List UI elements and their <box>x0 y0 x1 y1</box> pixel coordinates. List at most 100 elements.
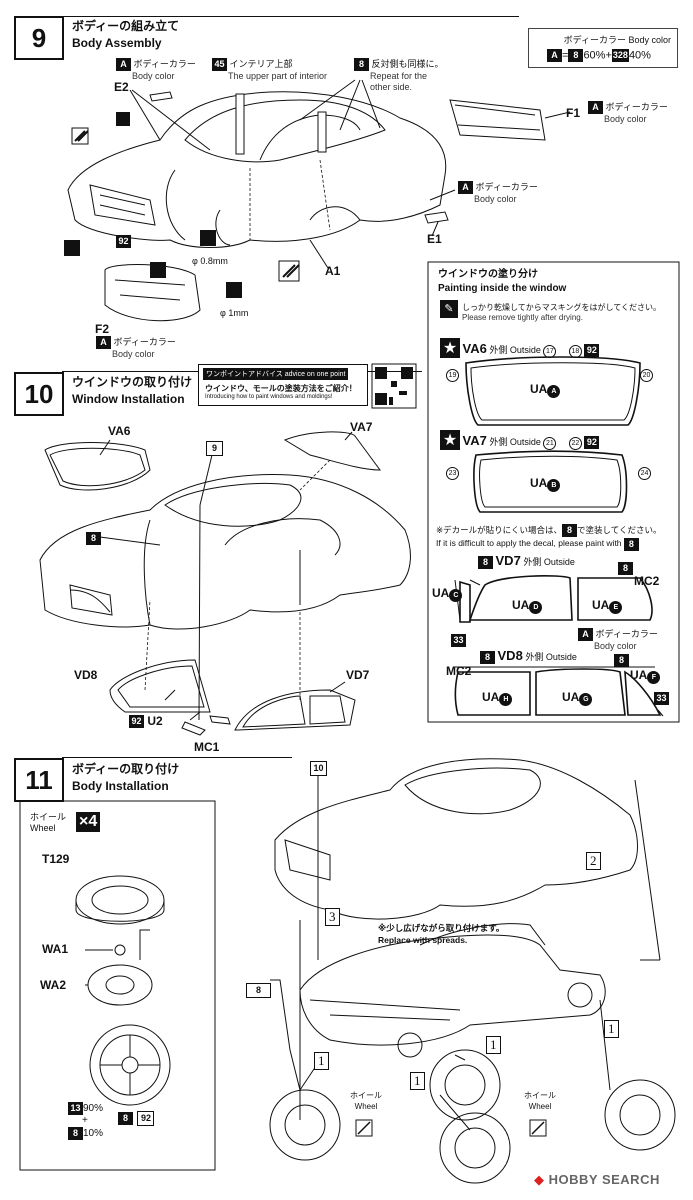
part-vd8: VD8 <box>74 668 98 682</box>
u2-group: 92 U2 <box>129 714 163 729</box>
arrow-label-1a: 1 <box>314 1052 329 1070</box>
colorbox-328-pct: 40% <box>628 49 651 62</box>
watermark-text: HOBBY SEARCH <box>548 1172 660 1187</box>
arrow-label-1b: 1 <box>486 1036 501 1054</box>
spread-en: Replace with spreads. <box>378 935 468 945</box>
wp-tip-icon: ✎ <box>440 300 458 318</box>
va6-ua-text: UA <box>530 382 548 396</box>
f1-color-code: A <box>588 101 603 114</box>
f1-color-jp: ボディーカラー <box>605 101 668 112</box>
decal-code-8b: 8 <box>623 537 639 551</box>
wheel-8: 8 <box>118 1112 133 1126</box>
vd7-8: 8 <box>478 556 493 570</box>
va7-c24-tag: 24 <box>638 462 651 480</box>
step11-title-jp: ボディーの取り付け <box>72 762 180 776</box>
step11-8: 8 <box>246 983 271 999</box>
vd7-ua-e-mark: E <box>609 601 623 614</box>
f1-color-en: Body color <box>604 114 647 124</box>
vd8-8b: 8 <box>614 654 629 668</box>
spread-jp: ※少し広げながら取り付けます。 <box>378 923 505 933</box>
vd7-8b: 8 <box>618 562 633 576</box>
mix-8: 8 <box>68 1127 83 1141</box>
vd-body-color-jp: ボディーカラー <box>595 628 658 639</box>
part-va6: VA6 <box>108 424 131 438</box>
wp-tip: しっかり乾燥してからマスキングをはがしてください。 Please remove … <box>462 303 661 323</box>
f1-color-note: A ボディーカラー Body color <box>588 101 668 125</box>
va6-window-shape <box>465 356 641 426</box>
step9-8-jp: 反対側も同様に。 <box>371 58 444 69</box>
arrow-label-1c: 1 <box>410 1072 425 1090</box>
drill-1: φ 1mm <box>220 308 249 318</box>
va7-name: VA7 <box>462 433 487 448</box>
va6-c20-tag: 20 <box>640 364 653 382</box>
step9-45-en: The upper part of interior <box>228 71 328 81</box>
colorbox-eq: = <box>562 49 569 62</box>
va7-ua-mark: B <box>547 479 561 492</box>
star-icon: ★ <box>440 338 460 358</box>
vd7-ua-d-text: UA <box>512 598 530 612</box>
va7-header: ★ VA7 外側 Outside 21 22 92 <box>440 430 600 450</box>
step10-title-en: Window Installation <box>72 392 185 406</box>
step9-92-tag: 92 <box>116 233 131 251</box>
vd8-ua-g-text: UA <box>562 690 580 704</box>
wheel-note-left-en: Wheel <box>354 1102 378 1111</box>
vd8-ua-h-text: UA <box>482 690 500 704</box>
step9-body-color-note: A ボディーカラー Body color <box>116 58 196 82</box>
wheel-note-left: ホイール Wheel <box>350 1090 382 1112</box>
colorbox-label-jp: ボディーカラー <box>563 35 626 45</box>
wheel-qty: ×4 <box>76 812 101 832</box>
part-vd7: VD7 <box>346 668 370 682</box>
part-f2: F2 <box>95 322 110 336</box>
vd7-outside: 外側 Outside <box>523 557 575 567</box>
part-wa1: WA1 <box>42 942 69 956</box>
e1-color-jp: ボディーカラー <box>475 181 538 192</box>
colorbox-8: 8 <box>568 49 584 62</box>
mix-90: 90% <box>83 1103 104 1115</box>
wheel-en: Wheel <box>30 823 56 833</box>
part-wa2: WA2 <box>40 978 67 992</box>
wheel-codes: 8 92 <box>118 1110 155 1128</box>
step9-title: ボディーの組み立て Body Assembly <box>72 18 179 52</box>
va7-c24: 24 <box>638 467 651 480</box>
step11-number: 11 <box>14 758 64 802</box>
part-u2: U2 <box>147 714 163 728</box>
vd-body-color: A ボディーカラー Body color <box>578 628 658 652</box>
advice-jp: ウインドウ、モールの塗装方法をご紹介！ <box>205 384 357 393</box>
wp-title: ウインドウの塗り分け Painting inside the window <box>438 268 566 296</box>
wheel-92: 92 <box>137 1111 155 1127</box>
arrow-label-3: 3 <box>325 908 340 926</box>
vd7-33-code: 33 <box>451 634 466 648</box>
vd8-33: 33 <box>654 690 669 708</box>
vd8-header: 8 VD8 外側 Outside <box>480 648 577 665</box>
colorbox-8-pct: 60% <box>583 49 606 62</box>
star-icon-2: ★ <box>440 430 460 450</box>
step9-45-jp: インテリア上部 <box>229 58 293 69</box>
wheel-note-right: ホイール Wheel <box>524 1090 556 1112</box>
vd-body-color-en: Body color <box>594 641 637 651</box>
step11-rule <box>62 757 292 758</box>
step9-8-en1: Repeat for the <box>370 71 428 81</box>
part-e1: E1 <box>427 232 442 246</box>
step10-9-tag: 9 <box>206 440 223 458</box>
va6-c17: 17 <box>543 345 557 358</box>
step10-car-body <box>39 431 411 736</box>
wheel-frame <box>19 800 216 1171</box>
step9-number: 9 <box>14 16 64 60</box>
wheel-note-right-jp: ホイール <box>524 1091 556 1100</box>
vd8-33-code: 33 <box>654 692 669 706</box>
vd8-mc2: MC2 <box>446 664 472 678</box>
mix-13: 13 <box>68 1102 83 1115</box>
va7-ua-text: UA <box>530 476 548 490</box>
part-va7: VA7 <box>350 420 373 434</box>
vd7-mc2: MC2 <box>634 574 660 588</box>
decal-en: If it is difficult to apply the decal, p… <box>436 538 622 549</box>
step9-45-code: 45 <box>212 58 227 71</box>
vd8-8: 8 <box>480 651 495 665</box>
f2-color-en: Body color <box>112 349 155 359</box>
